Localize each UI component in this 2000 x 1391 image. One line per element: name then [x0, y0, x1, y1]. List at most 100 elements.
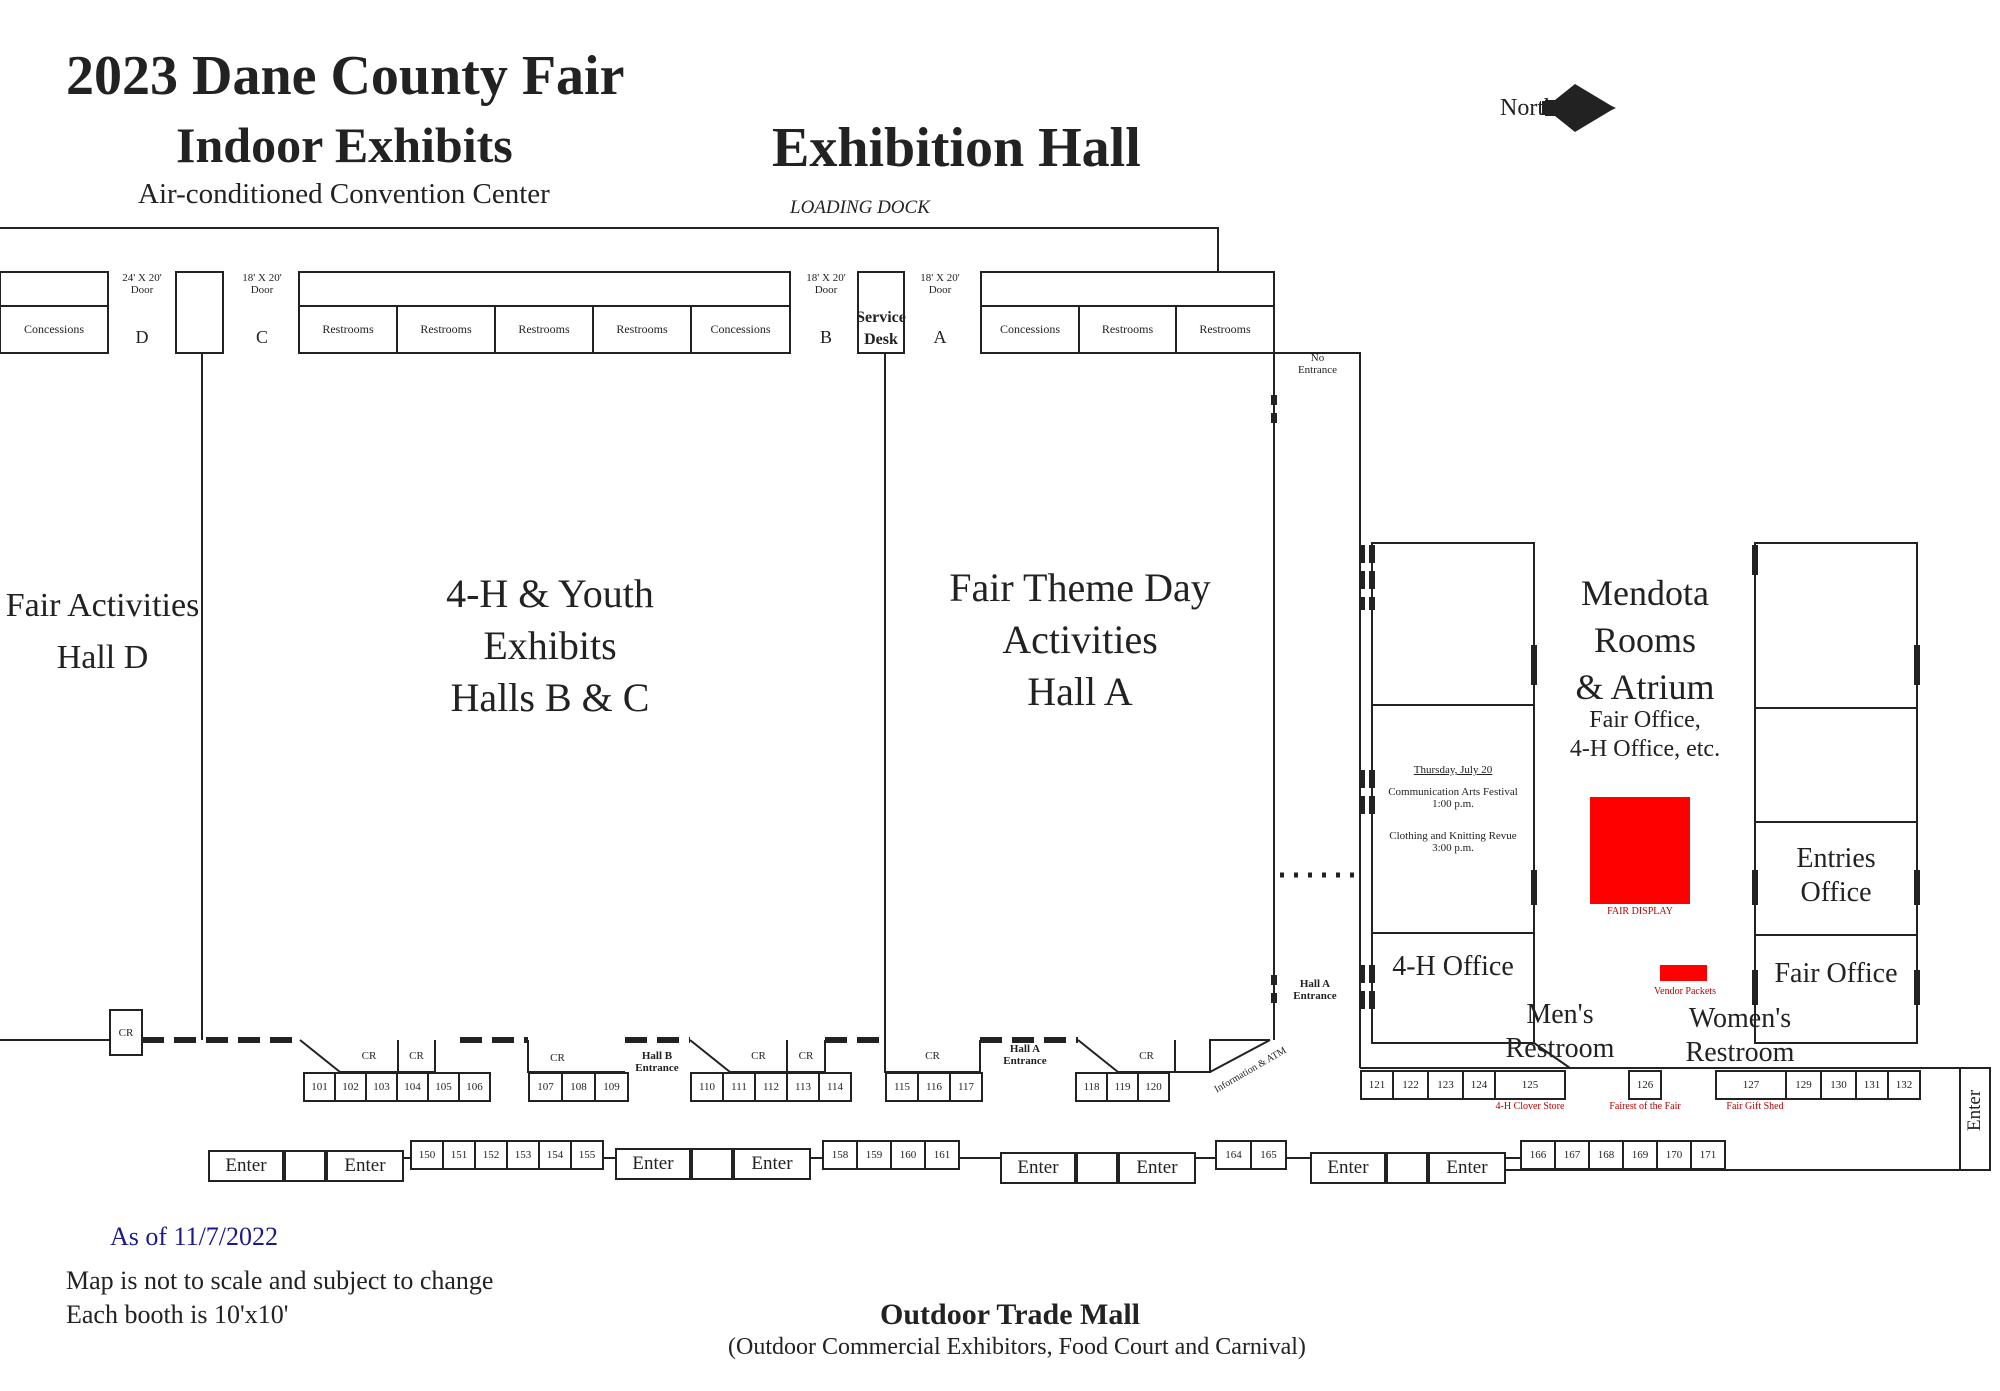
booth-110[interactable]: 110	[690, 1072, 724, 1102]
booth-165[interactable]: 165	[1250, 1140, 1287, 1170]
cr-118: CR	[1139, 1050, 1154, 1062]
booth-150[interactable]: 150	[410, 1140, 444, 1170]
enter-gate-2-left[interactable]: Enter	[615, 1148, 691, 1180]
booth-109[interactable]: 109	[594, 1072, 629, 1102]
booth-166[interactable]: 166	[1520, 1140, 1556, 1170]
concessions-a: Concessions	[1000, 322, 1060, 336]
booth-170[interactable]: 170	[1656, 1140, 1692, 1170]
restrooms-bc-4: Restrooms	[616, 322, 668, 336]
booth-129[interactable]: 129	[1785, 1070, 1822, 1100]
booth-168[interactable]: 168	[1588, 1140, 1624, 1170]
booth-size-note: Each booth is 10'x10'	[66, 1300, 289, 1329]
booth-169[interactable]: 169	[1622, 1140, 1658, 1170]
restrooms-a-1: Restrooms	[1101, 322, 1154, 336]
restrooms-a-2: Restrooms	[1199, 322, 1251, 336]
booth-126[interactable]: 126	[1628, 1070, 1662, 1100]
booth-115[interactable]: 115	[885, 1072, 919, 1102]
restrooms-bc-3: Restrooms	[518, 322, 570, 336]
booth-119[interactable]: 119	[1106, 1072, 1139, 1102]
outdoor-trade-mall-title: Outdoor Trade Mall	[880, 1298, 1141, 1331]
door-c-letter: C	[255, 327, 268, 347]
door-a-letter: A	[933, 327, 947, 347]
cr-102: CR	[361, 1050, 377, 1062]
enter-gate-4-right[interactable]: Enter	[1428, 1152, 1506, 1184]
cr-111: CR	[751, 1050, 766, 1062]
door-d-size: 24' X 20' Door	[122, 272, 162, 296]
gate-post	[1076, 1152, 1118, 1184]
enter-gate-2-right[interactable]: Enter	[733, 1148, 811, 1180]
booth-125[interactable]: 125	[1494, 1070, 1566, 1100]
cr-107: CR	[550, 1052, 565, 1064]
booth-155[interactable]: 155	[570, 1140, 604, 1170]
halls-bc-label: 4-H & Youth Exhibits Halls B & C	[446, 571, 654, 720]
concessions-bc: Concessions	[710, 322, 771, 336]
booth-171[interactable]: 171	[1690, 1140, 1726, 1170]
booth-114[interactable]: 114	[818, 1072, 852, 1102]
booth-159[interactable]: 159	[856, 1140, 892, 1170]
booth-108[interactable]: 108	[561, 1072, 596, 1102]
booth-154[interactable]: 154	[538, 1140, 572, 1170]
door-d-letter: D	[135, 327, 149, 347]
as-of-date: As of 11/7/2022	[110, 1222, 279, 1251]
booth-164[interactable]: 164	[1215, 1140, 1252, 1170]
booth-107[interactable]: 107	[528, 1072, 563, 1102]
hall-b-entrance-label: Hall B Entrance	[635, 1050, 679, 1074]
booth-158[interactable]: 158	[822, 1140, 858, 1170]
booth-122[interactable]: 122	[1392, 1070, 1429, 1100]
booth-127[interactable]: 127	[1715, 1070, 1787, 1100]
no-entrance-label: No Entrance	[1297, 352, 1338, 376]
booth-106[interactable]: 106	[458, 1072, 491, 1102]
booth-113[interactable]: 113	[786, 1072, 820, 1102]
booth-116[interactable]: 116	[917, 1072, 951, 1102]
enter-gate-4-left[interactable]: Enter	[1310, 1152, 1386, 1184]
booth-160[interactable]: 160	[890, 1140, 926, 1170]
gate-post	[691, 1148, 733, 1180]
clover-store-label: 4-H Clover Store	[1495, 1101, 1565, 1112]
door-a-size: 18' X 20' Door	[920, 272, 960, 296]
booth-104[interactable]: 104	[396, 1072, 429, 1102]
scale-note: Map is not to scale and subject to chang…	[66, 1266, 494, 1295]
enter-right[interactable]: Enter	[1964, 1089, 1985, 1131]
enter-gate-3-right[interactable]: Enter	[1118, 1152, 1196, 1184]
enter-gate-1-left[interactable]: Enter	[208, 1150, 284, 1182]
booth-105[interactable]: 105	[427, 1072, 460, 1102]
booth-132[interactable]: 132	[1887, 1070, 1921, 1100]
service-desk-label: Service Desk	[856, 309, 906, 348]
booth-151[interactable]: 151	[442, 1140, 476, 1170]
booth-153[interactable]: 153	[506, 1140, 540, 1170]
booth-124[interactable]: 124	[1462, 1070, 1496, 1100]
h4-office-label: 4-H Office	[1392, 951, 1514, 982]
booth-161[interactable]: 161	[924, 1140, 960, 1170]
booth-111[interactable]: 111	[722, 1072, 756, 1102]
booth-121[interactable]: 121	[1360, 1070, 1394, 1100]
booth-131[interactable]: 131	[1855, 1070, 1889, 1100]
booth-120[interactable]: 120	[1137, 1072, 1170, 1102]
enter-gate-1-right[interactable]: Enter	[326, 1150, 404, 1182]
booth-152[interactable]: 152	[474, 1140, 508, 1170]
cr-left: CR	[118, 1026, 134, 1039]
booth-118[interactable]: 118	[1075, 1072, 1108, 1102]
booth-103[interactable]: 103	[365, 1072, 398, 1102]
door-b-size: 18' X 20' Door	[806, 272, 846, 296]
booth-117[interactable]: 117	[949, 1072, 983, 1102]
hall-d-label: Fair Activities Hall D	[5, 587, 200, 676]
booth-130[interactable]: 130	[1820, 1070, 1857, 1100]
enter-gate-3-left[interactable]: Enter	[1000, 1152, 1076, 1184]
booth-101[interactable]: 101	[303, 1072, 336, 1102]
booth-123[interactable]: 123	[1427, 1070, 1464, 1100]
booth-112[interactable]: 112	[754, 1072, 788, 1102]
gift-shed-label: Fair Gift Shed	[1726, 1101, 1784, 1112]
gate-post	[284, 1150, 326, 1182]
booth-102[interactable]: 102	[334, 1072, 367, 1102]
north-label: North	[1500, 95, 1556, 121]
restrooms-bc-1: Restrooms	[322, 322, 374, 336]
cr-113: CR	[798, 1050, 814, 1062]
hall-a-entrance-label: Hall A Entrance	[1293, 978, 1337, 1002]
booth-167[interactable]: 167	[1554, 1140, 1590, 1170]
vendor-packets-block	[1660, 965, 1707, 981]
vendor-packets-label: Vendor Packets	[1654, 986, 1716, 997]
gate-post	[1386, 1152, 1428, 1184]
hall-a-label: Fair Theme Day Activities Hall A	[949, 565, 1211, 714]
event-clothing-revue: Clothing and Knitting Revue 3:00 p.m.	[1389, 830, 1517, 854]
